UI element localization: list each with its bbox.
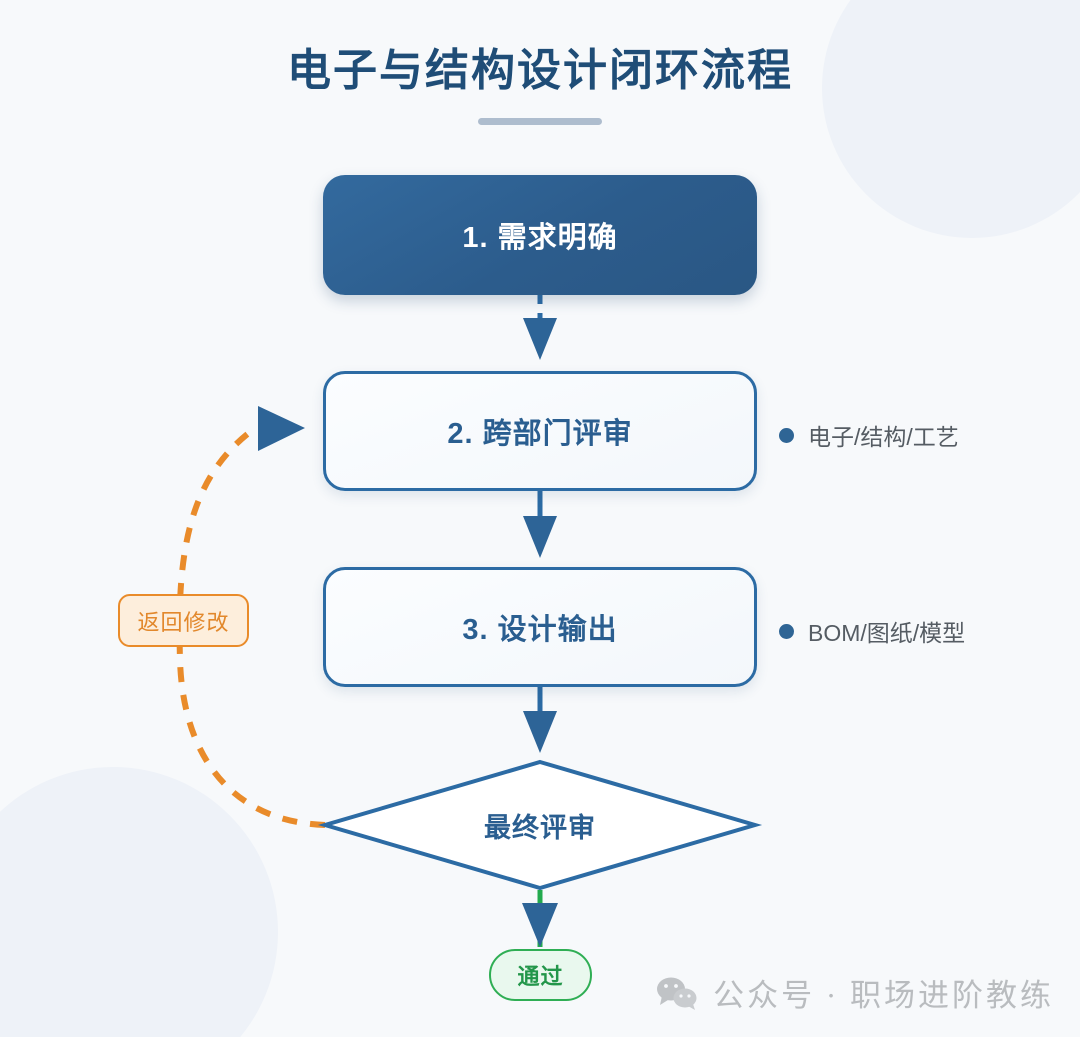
annotation-step2: 电子/结构/工艺 (779, 418, 959, 452)
flow-node-step3[interactable]: 3. 设计输出 (323, 567, 757, 687)
page-title: 电子与结构设计闭环流程 (287, 46, 793, 95)
flow-node-step2-label: 2. 跨部门评审 (447, 418, 633, 450)
title-block: 电子与结构设计闭环流程 (0, 45, 1080, 125)
title-underline-rule (478, 117, 602, 125)
flow-node-step1[interactable]: 1. 需求明确 (323, 175, 757, 295)
annotation-step3-text: BOM/图纸/模型 (808, 620, 966, 646)
bullet-dot-icon (779, 623, 794, 639)
edge-step2-step3 (523, 490, 557, 558)
edge-step1-step2 (523, 294, 557, 360)
flow-node-step2[interactable]: 2. 跨部门评审 (323, 371, 757, 491)
flow-node-step3-label: 3. 设计输出 (462, 614, 618, 646)
edge-decision-pass (522, 890, 558, 947)
feedback-edge-label-text: 返回修改 (137, 609, 230, 635)
flow-node-step1-label: 1. 需求明确 (462, 222, 618, 254)
watermark: 公众号 · 职场进阶教练 (655, 970, 1054, 1015)
bullet-dot-icon (779, 427, 794, 443)
annotation-step3: BOM/图纸/模型 (779, 614, 965, 648)
edge-step3-decision (523, 686, 557, 753)
flow-node-decision[interactable]: 最终评审 (323, 760, 757, 890)
annotation-step2-text: 电子/结构/工艺 (808, 424, 959, 450)
wechat-icon (657, 977, 697, 1010)
flow-node-pass[interactable]: 通过 (489, 949, 592, 1001)
feedback-edge-label-chip[interactable]: 返回修改 (118, 594, 249, 647)
flow-node-decision-label: 最终评审 (484, 812, 596, 843)
watermark-text: 公众号 · 职场进阶教练 (713, 978, 1054, 1013)
flow-node-pass-label: 通过 (517, 964, 564, 989)
